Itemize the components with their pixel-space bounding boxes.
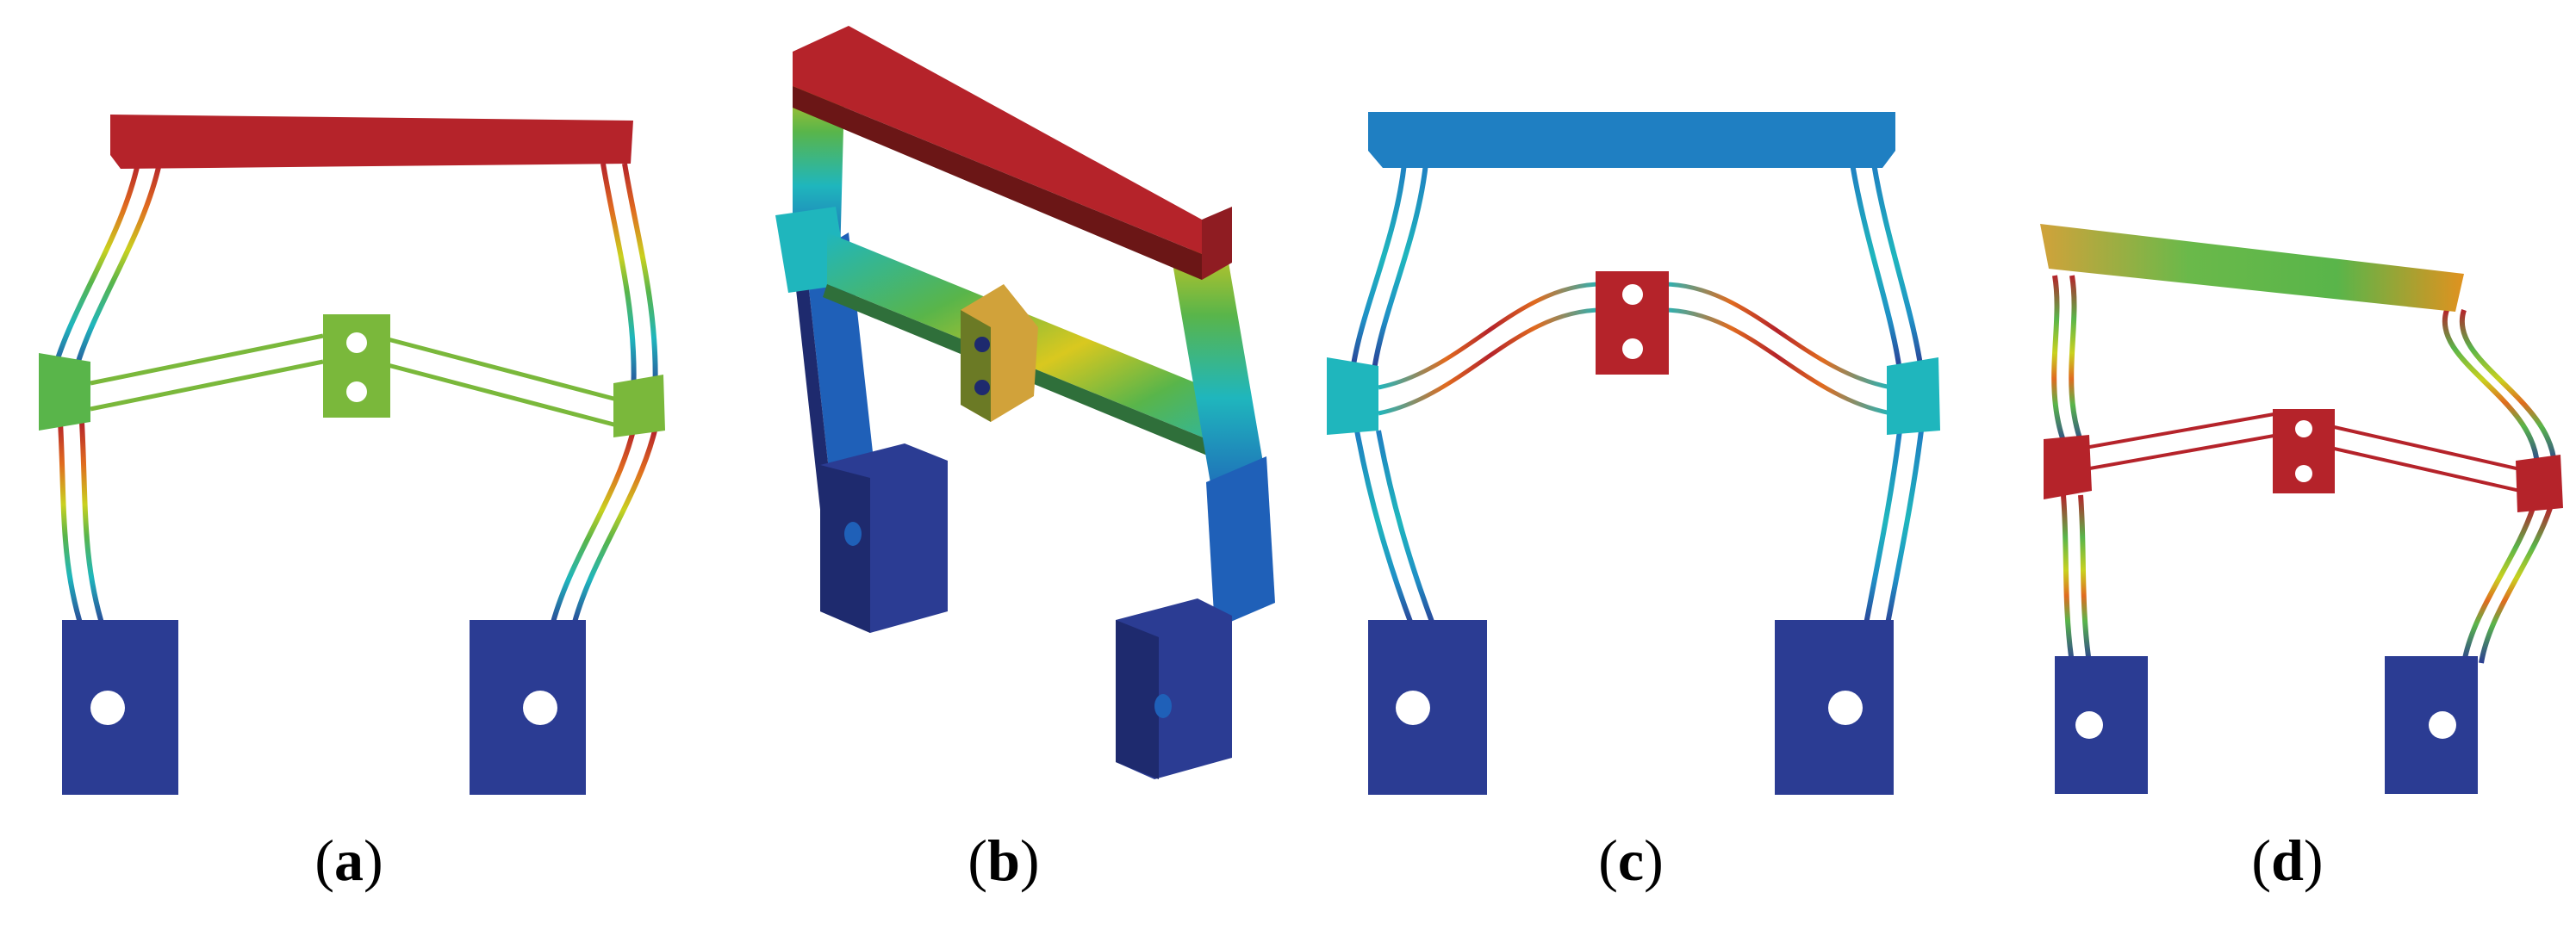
panel-a-legs	[49, 163, 658, 629]
panel-d-top-beam	[2040, 224, 2464, 312]
panel-a-top-beam	[110, 115, 633, 169]
panel-a-left-hinge	[39, 353, 90, 431]
panel-d-caption: (d)	[2251, 828, 2324, 893]
panel-d-right-hinge	[2516, 455, 2563, 512]
panel-c-caption: (c)	[1598, 828, 1664, 893]
panel-c-mechanism	[1327, 112, 1940, 795]
panel-a-mechanism	[39, 115, 665, 795]
panel-d-left-hinge	[2044, 435, 2092, 499]
panel-b-top-beam	[793, 26, 1202, 254]
panel-d-mechanism	[2040, 224, 2563, 794]
panel-b-mechanism	[775, 26, 1275, 779]
panel-a-right-hinge	[613, 375, 665, 437]
panel-c-top-beam	[1368, 112, 1895, 168]
panel-b-caption: (b)	[968, 828, 1040, 893]
panel-c-right-hinge	[1887, 357, 1940, 435]
panel-a-caption: (a)	[314, 828, 383, 893]
panel-c-left-hinge	[1327, 357, 1378, 435]
